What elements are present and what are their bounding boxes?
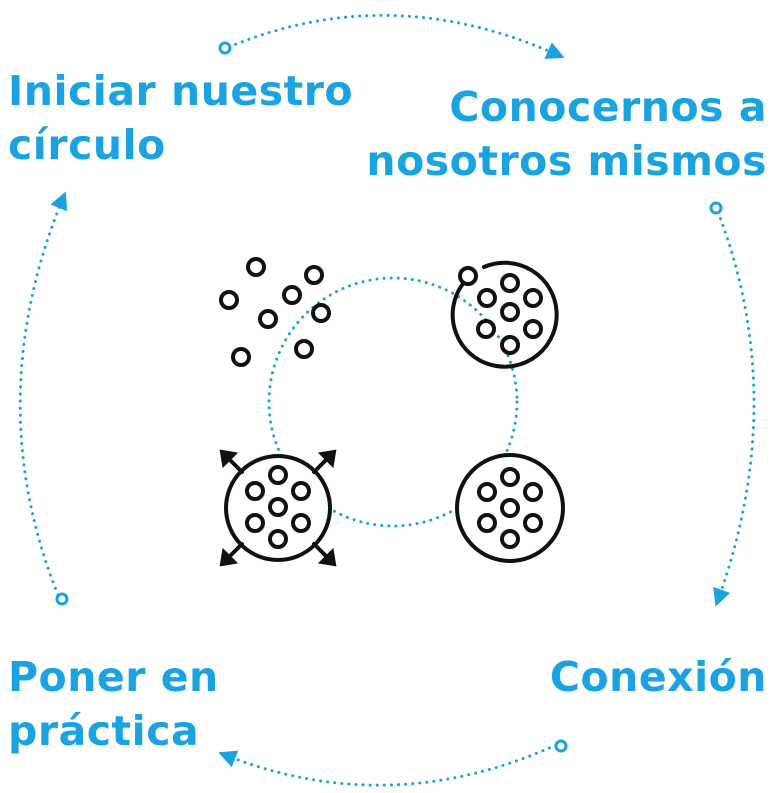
cycle-arrows — [18, 13, 756, 787]
expanding-circle-icon — [219, 449, 337, 567]
stage-label-practice: Poner en práctica — [8, 650, 219, 758]
stage-label-connect: Conexión — [550, 650, 767, 704]
arrow-start-markers — [55, 41, 723, 753]
stage-label-line: círculo — [8, 121, 166, 169]
stage-label-start: Iniciar nuestro círculo — [8, 64, 353, 172]
stage-label-know: Conocernos a nosotros mismos — [366, 80, 767, 188]
arrow-origin-start — [218, 41, 232, 55]
arrow-origin-connect — [554, 739, 568, 753]
stage-label-line: Iniciar nuestro — [8, 67, 354, 115]
arrow-origin-practice — [55, 592, 69, 606]
gathering-circle-icon — [450, 260, 559, 369]
closed-circle-icon — [455, 453, 565, 563]
stage-label-line: Conocernos a — [449, 83, 767, 131]
stage-label-line: Conexión — [549, 653, 767, 701]
scattered-dots-icon — [219, 257, 331, 367]
arrow-know-to-connect — [713, 210, 756, 607]
arrow-start-to-know — [227, 13, 565, 59]
stage-label-line: nosotros mismos — [366, 137, 767, 185]
arrow-connect-to-practice — [218, 743, 558, 787]
arrow-practice-to-start — [18, 191, 68, 597]
stage-label-line: práctica — [8, 707, 200, 755]
inner-dotted-circle — [267, 276, 519, 528]
stage-label-line: Poner en — [8, 653, 219, 701]
arrow-origin-know — [709, 201, 723, 215]
